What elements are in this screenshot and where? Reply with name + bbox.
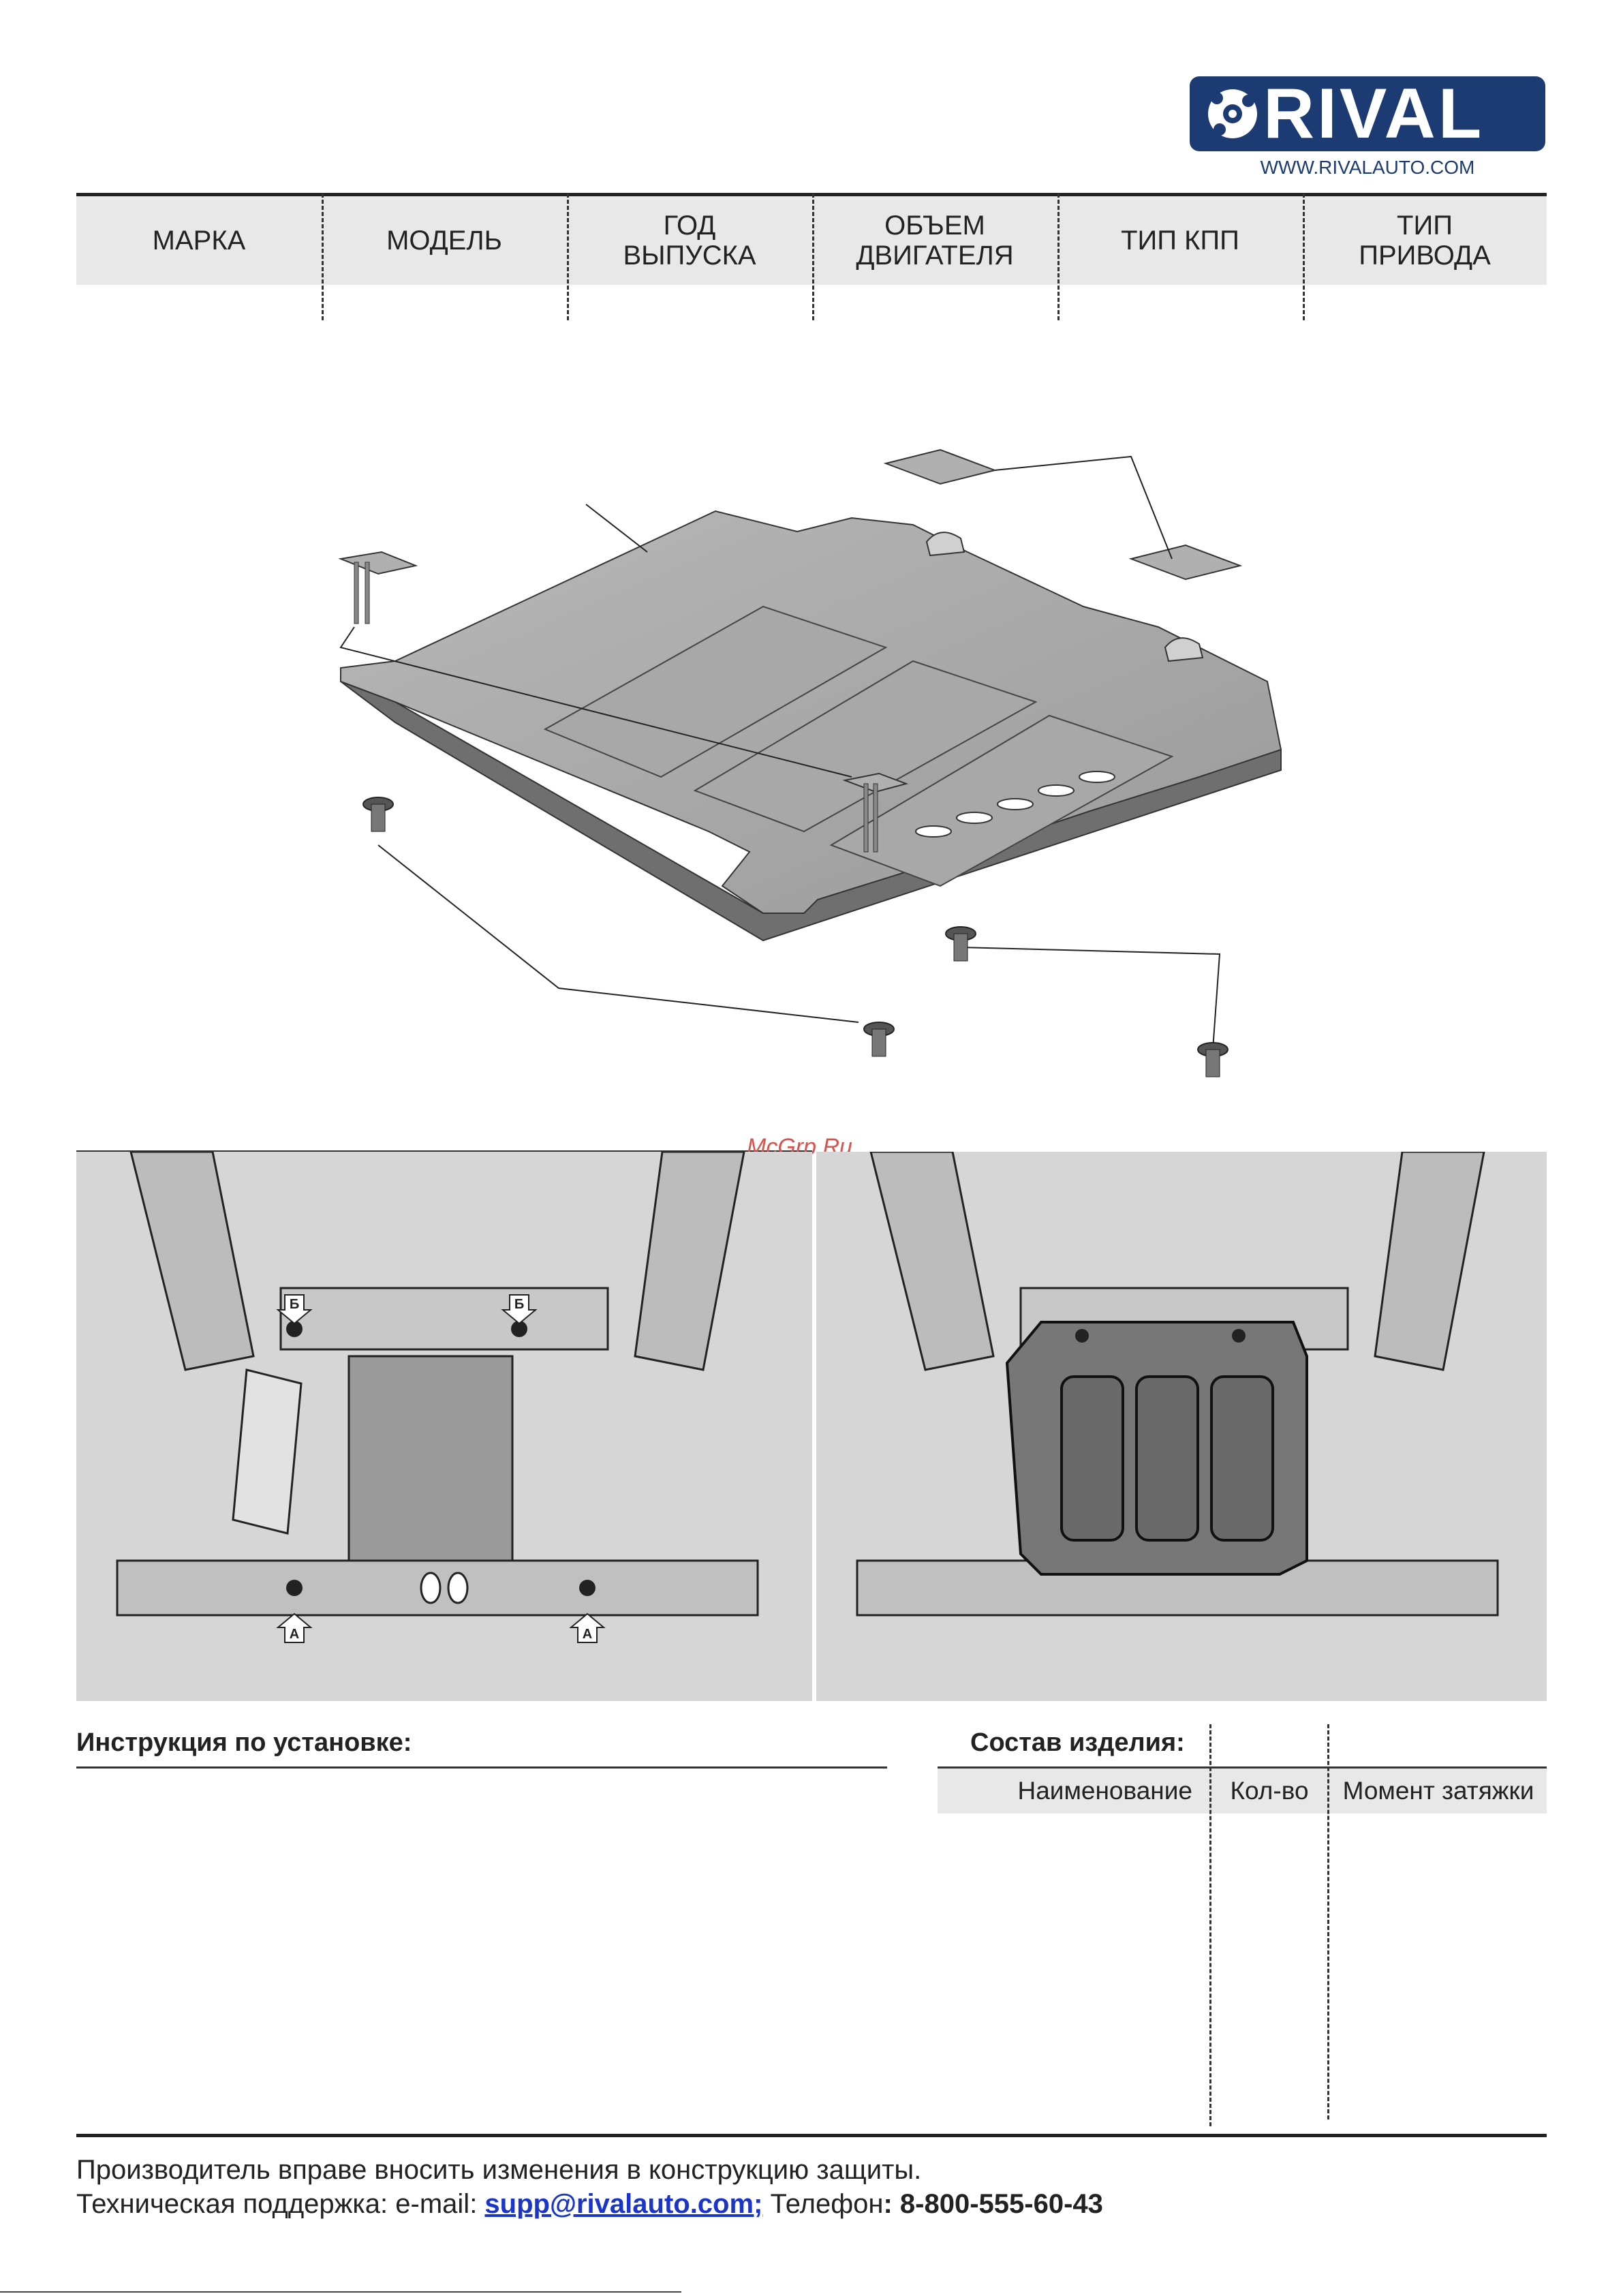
- marker-b-right-label: Б: [514, 1297, 524, 1312]
- header-separator: [1303, 194, 1305, 320]
- mounting-pad: [338, 551, 418, 575]
- flange-bolt: [945, 926, 976, 962]
- marker-b-right: [501, 1294, 538, 1325]
- header-separator: [567, 194, 569, 320]
- bottom-rule: [0, 2291, 681, 2293]
- footer-support: Техническая поддержка: e-mail: supp@riva…: [76, 2189, 1103, 2220]
- header-col-gearbox: ТИП КПП: [1121, 226, 1239, 256]
- marker-b-left-label: Б: [290, 1297, 299, 1312]
- mounting-pad: [1128, 544, 1243, 581]
- composition-separator: [1209, 1724, 1211, 2126]
- flange-bolt: [863, 1022, 895, 1057]
- composition-rule: [938, 1766, 1547, 1769]
- composition-separator: [1327, 1724, 1329, 2119]
- header-col-drive: ТИП ПРИВОДА: [1359, 211, 1491, 271]
- header-separator: [1057, 194, 1060, 320]
- flange-bolt: [1197, 1042, 1228, 1077]
- logo-emblem-icon: [1208, 89, 1257, 138]
- logo-brand-text: RIVAL: [1263, 74, 1485, 153]
- flange-bolt: [362, 797, 394, 832]
- marker-a-right-label: А: [583, 1627, 592, 1642]
- header-band: [76, 196, 1547, 285]
- instructions-title: Инструкция по установке:: [76, 1728, 412, 1757]
- phone-label: Телефон: [762, 2189, 884, 2219]
- instructions-rule: [76, 1766, 887, 1769]
- support-label: Техническая поддержка: e-mail:: [76, 2189, 485, 2219]
- composition-header-band: [938, 1769, 1547, 1813]
- support-email-link[interactable]: supp@rivalauto.com;: [484, 2189, 763, 2219]
- header-separator: [322, 194, 324, 320]
- footer-disclaimer: Производитель вправе вносить изменения в…: [76, 2155, 922, 2185]
- skid-plate-exploded-drawing: [338, 448, 1282, 1077]
- composition-col-qty: Кол-во: [1230, 1777, 1309, 1805]
- header-col-make: МАРКА: [152, 226, 246, 256]
- logo-url[interactable]: WWW.RIVALAUTO.COM: [1260, 157, 1475, 178]
- phone-number: : 8-800-555-60-43: [883, 2189, 1103, 2219]
- marker-a-left: [276, 1612, 313, 1643]
- composition-col-name: Наименование: [1017, 1777, 1193, 1805]
- footer-rule: [76, 2134, 1547, 2137]
- skid-plate: [340, 510, 1282, 914]
- composition-col-torque: Момент затяжки: [1342, 1777, 1534, 1805]
- marker-a-left-label: А: [290, 1627, 299, 1642]
- marker-a-right: [569, 1612, 606, 1643]
- composition-title: Состав изделия:: [970, 1728, 1185, 1757]
- header-top-rule: [76, 193, 1547, 196]
- photo-before-install: Б Б А А: [76, 1152, 812, 1701]
- photo-top-rule: [76, 1150, 812, 1152]
- photo-after-install: [816, 1152, 1547, 1701]
- rival-logo: RIVAL: [1190, 76, 1545, 151]
- header-col-engine: ОБЪЕМ ДВИГАТЕЛЯ: [856, 211, 1014, 271]
- mounting-pad: [883, 448, 998, 485]
- header-col-year: ГОД ВЫПУСКА: [623, 211, 756, 271]
- marker-b-left: [276, 1294, 313, 1325]
- header-col-model: МОДЕЛЬ: [386, 226, 502, 256]
- header-separator: [812, 194, 814, 320]
